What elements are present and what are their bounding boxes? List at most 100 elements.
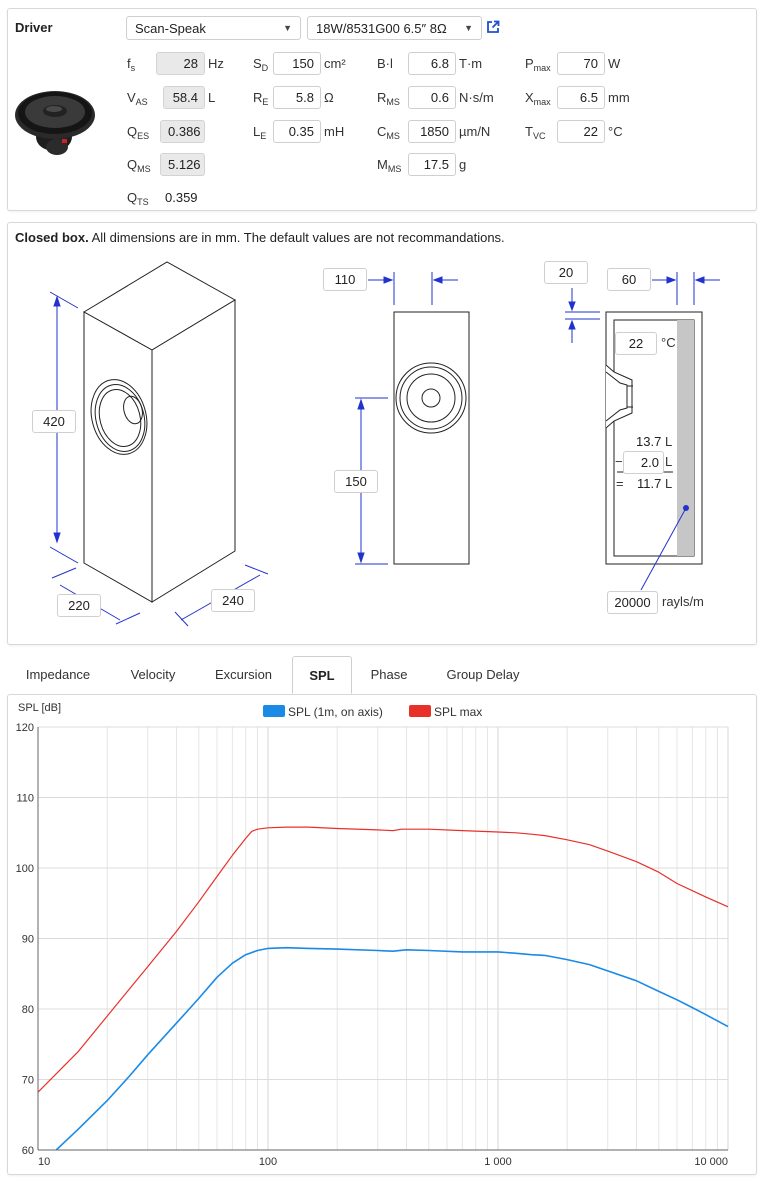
y-tick-label: 60 <box>22 1145 34 1157</box>
le-field[interactable]: 0.35 <box>273 120 321 143</box>
tab-phase[interactable]: Phase <box>370 667 408 682</box>
spl-chart: 60 70 80 90 100 110 120 10 100 1 000 10 000 SPL [… <box>16 702 729 1168</box>
wall-thickness-field[interactable]: 20 <box>544 261 588 284</box>
volume-driver-unit: L <box>665 454 673 469</box>
brand-select-value: Scan-Speak <box>135 21 206 36</box>
volume-gross: 13.7 <box>636 434 662 449</box>
qes-label: QES <box>127 124 150 141</box>
baffle-gap-field[interactable]: 110 <box>323 268 367 291</box>
re-label: RE <box>253 90 269 107</box>
vas-field[interactable]: 58.4 <box>163 86 205 109</box>
volume-gross-unit: L <box>665 434 673 449</box>
height-field[interactable]: 420 <box>32 410 76 433</box>
fs-unit: Hz <box>208 56 224 71</box>
le-unit: mH <box>324 124 345 139</box>
re-unit: Ω <box>324 90 334 105</box>
mms-label: MMS <box>377 157 402 174</box>
pmax-label: Pmax <box>525 56 551 73</box>
y-axis-label: SPL [dB] <box>18 702 61 714</box>
y-tick-label: 90 <box>22 934 34 946</box>
model-select[interactable]: 18W/8531G00 6.5″ 8Ω ▼ <box>307 16 482 40</box>
temperature-field[interactable]: 22 <box>615 332 657 355</box>
legend-label-splmax: SPL max <box>434 705 482 719</box>
series-line-spl <box>55 946 729 1151</box>
driver-panel: Driver Scan-Speak ▼ 18W/8531G00 6.5″ 8Ω … <box>7 8 757 211</box>
grid-major <box>37 726 729 1151</box>
y-tick-label: 80 <box>22 1004 34 1016</box>
cms-label: CMS <box>377 124 400 141</box>
volume-net: 11.7 <box>637 476 662 491</box>
vas-unit: L <box>208 90 216 105</box>
dimension-lines-section <box>565 272 720 591</box>
box-title: Closed box. All dimensions are in mm. Th… <box>15 230 505 245</box>
y-tick-label: 110 <box>16 793 34 805</box>
volume-minus-sign: − <box>615 454 623 469</box>
model-select-value: 18W/8531G00 6.5″ 8Ω <box>316 21 447 36</box>
qes-field[interactable]: 0.386 <box>160 120 205 143</box>
y-tick-labels: 60 70 80 90 100 110 120 <box>16 722 34 1157</box>
temperature-unit: °C <box>661 335 676 350</box>
cms-field[interactable]: 1850 <box>408 120 456 143</box>
y-tick-label: 100 <box>16 863 34 875</box>
y-tick-label: 120 <box>16 722 34 734</box>
qts-label: QTS <box>127 190 149 207</box>
external-link-icon[interactable] <box>486 20 500 34</box>
driver-photo <box>15 91 95 155</box>
sd-field[interactable]: 150 <box>273 52 321 75</box>
xmax-unit: mm <box>608 90 630 105</box>
tab-impedance[interactable]: Impedance <box>25 667 91 682</box>
tab-spl[interactable]: SPL <box>292 656 352 694</box>
depth-field[interactable]: 240 <box>211 589 255 612</box>
tvc-label: TVC <box>525 124 546 141</box>
pmax-field[interactable]: 70 <box>557 52 605 75</box>
driver-height-field[interactable]: 150 <box>334 470 378 493</box>
flow-resistivity-field[interactable]: 20000 <box>607 591 658 614</box>
dimension-lines-front <box>355 272 458 565</box>
xmax-label: Xmax <box>525 90 551 107</box>
pmax-unit: W <box>608 56 621 71</box>
x-tick-label: 1 000 <box>484 1156 512 1168</box>
driver-section-label: Driver <box>15 20 53 35</box>
legend-swatch-spl <box>263 705 285 717</box>
chevron-down-icon: ▼ <box>283 23 292 33</box>
isometric-box <box>83 261 236 603</box>
mms-field[interactable]: 17.5 <box>408 153 456 176</box>
brand-select[interactable]: Scan-Speak ▼ <box>126 16 301 40</box>
xmax-field[interactable]: 6.5 <box>557 86 605 109</box>
damping-thickness-field[interactable]: 60 <box>607 268 651 291</box>
bl-field[interactable]: 6.8 <box>408 52 456 75</box>
le-label: LE <box>253 124 267 141</box>
tab-velocity[interactable]: Velocity <box>130 667 176 682</box>
chart-panel <box>7 694 757 1175</box>
x-tick-label: 10 <box>38 1156 50 1168</box>
tab-excursion[interactable]: Excursion <box>214 667 273 682</box>
x-tick-labels: 10 100 1 000 10 000 <box>38 1156 728 1168</box>
qms-label: QMS <box>127 157 151 174</box>
front-view <box>393 311 470 565</box>
tab-group-delay[interactable]: Group Delay <box>446 667 520 682</box>
bl-unit: T·m <box>459 56 483 71</box>
legend-label-spl: SPL (1m, on axis) <box>288 705 383 719</box>
y-tick-label: 70 <box>22 1075 34 1087</box>
vas-label: VAS <box>127 90 148 107</box>
tvc-unit: °C <box>608 124 623 139</box>
re-field[interactable]: 5.8 <box>273 86 321 109</box>
x-tick-label: 100 <box>259 1156 277 1168</box>
rms-unit: N·s/m <box>459 90 494 105</box>
fs-field[interactable]: 28 <box>156 52 205 75</box>
bl-label: B·l <box>377 56 393 71</box>
volume-equals-sign: = <box>616 476 624 491</box>
width-field[interactable]: 220 <box>57 594 101 617</box>
series-line-spl-max <box>37 826 729 1093</box>
tvc-field[interactable]: 22 <box>557 120 605 143</box>
sd-label: SD <box>253 56 269 73</box>
x-tick-label: 10 000 <box>694 1156 728 1168</box>
volume-driver-field[interactable]: 2.0 <box>623 451 664 474</box>
qms-field[interactable]: 5.126 <box>160 153 205 176</box>
chevron-down-icon: ▼ <box>464 23 473 33</box>
rms-field[interactable]: 0.6 <box>408 86 456 109</box>
series-lines <box>37 826 729 1151</box>
rms-label: RMS <box>377 90 400 107</box>
box-drawings <box>49 261 720 627</box>
sd-unit: cm² <box>324 56 346 71</box>
